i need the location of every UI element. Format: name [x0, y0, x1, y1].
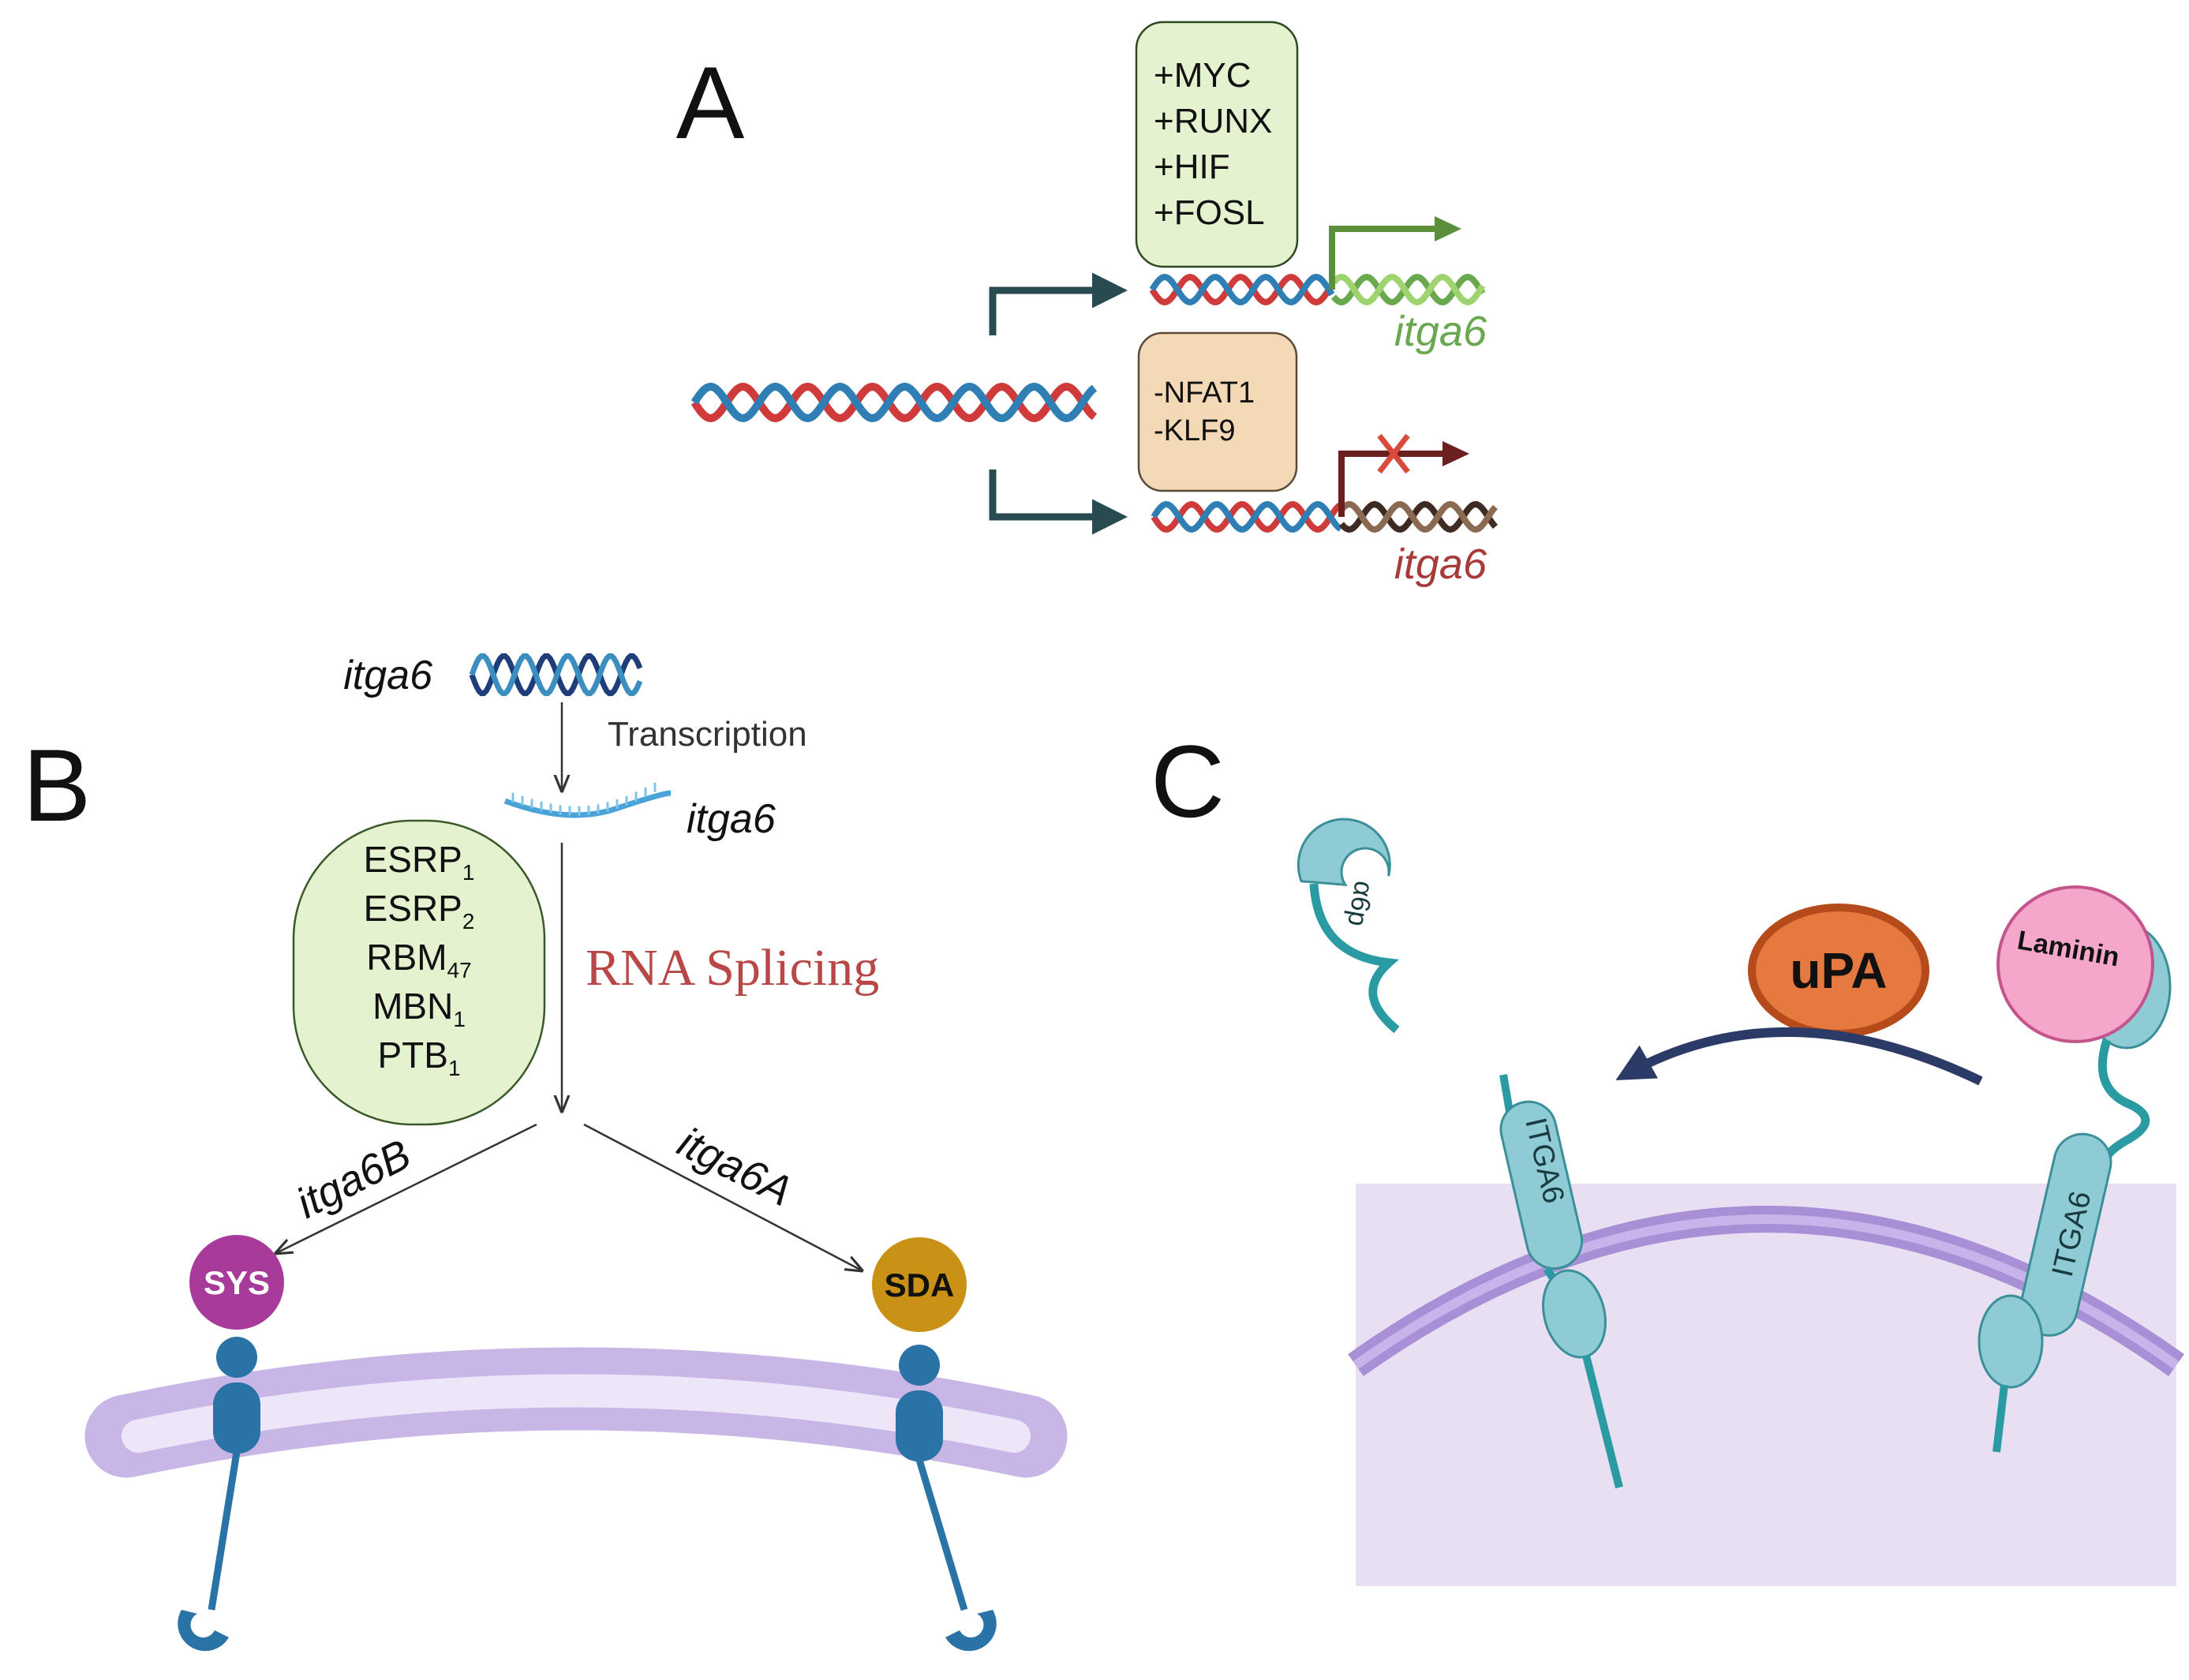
panel-b: B itga6 Transcription itga6 RNA Splicing…	[23, 653, 1068, 1652]
lower-branch-arrow	[989, 470, 1128, 535]
dna-gene-label: itga6	[343, 653, 432, 698]
mrna-icon	[503, 782, 672, 818]
panel-b-label: B	[23, 728, 92, 843]
repressors-box	[1137, 331, 1298, 492]
repressor-item: -KLF9	[1154, 414, 1235, 447]
activator-item: +HIF	[1154, 148, 1230, 186]
sys-node	[189, 1235, 284, 1330]
splicing-factors-box	[292, 819, 546, 1126]
repressed-gene-helix	[1151, 500, 1499, 533]
a6bp-label: α6p	[1341, 879, 1379, 929]
isoform-a-label: itga6A	[671, 1118, 800, 1215]
activator-item: +FOSL	[1154, 193, 1265, 232]
receptor-itga6a	[896, 1345, 997, 1652]
panel-c-label: C	[1151, 724, 1225, 839]
active-promoter-arrowhead	[1435, 216, 1461, 241]
cleavage-arrow	[1615, 1027, 1983, 1086]
sda-node	[872, 1237, 967, 1332]
splicing-factor: MBN1	[372, 986, 466, 1031]
active-gene-helix	[1149, 273, 1486, 306]
splicing-factor: RBM47	[366, 937, 471, 982]
repressed-promoter-arrowhead	[1442, 441, 1469, 466]
sys-label: SYS	[204, 1264, 270, 1301]
transcription-label: Transcription	[608, 715, 807, 754]
membrane	[84, 1347, 1068, 1478]
splicing-factor: ESRP2	[364, 888, 475, 934]
a6bp-fragment	[1297, 818, 1400, 1034]
isoform-b-label: itga6B	[289, 1131, 418, 1228]
panel-a-label: A	[676, 45, 745, 160]
sda-label: SDA	[885, 1267, 955, 1304]
splicing-label: RNA Splicing	[586, 939, 879, 997]
panel-c: C α6p uPA ITGA6	[1151, 724, 2184, 1594]
repressed-promoter-arrow	[1338, 451, 1444, 517]
mrna-gene-label: itga6	[687, 796, 776, 842]
repressor-item: -NFAT1	[1154, 376, 1255, 410]
activator-item: +MYC	[1154, 56, 1251, 95]
activator-item: +RUNX	[1154, 102, 1272, 140]
block-x-icon	[1377, 433, 1410, 474]
panel-a: A +MYC +RUNX +HIF +FOSL itga6 -NFAT1 -KL…	[676, 21, 1499, 588]
active-promoter-arrow	[1329, 226, 1436, 290]
repressed-gene-label: itga6	[1394, 541, 1487, 588]
laminin-molecule	[1996, 885, 2154, 1043]
active-gene-label: itga6	[1394, 308, 1487, 355]
small-dna-icon	[469, 653, 643, 697]
upper-branch-arrow	[989, 272, 1128, 335]
activators-box	[1135, 21, 1299, 268]
splicing-factor: PTB1	[377, 1035, 460, 1080]
upa-label: uPA	[1790, 942, 1887, 999]
isoform-b-arrow	[276, 1123, 537, 1253]
isoform-a-arrow	[583, 1123, 862, 1270]
cleaved-itga6	[1499, 1074, 1623, 1489]
receptor-itga6b	[178, 1337, 260, 1652]
splicing-factor: ESRP1	[364, 839, 475, 885]
dna-helix	[690, 382, 1098, 423]
